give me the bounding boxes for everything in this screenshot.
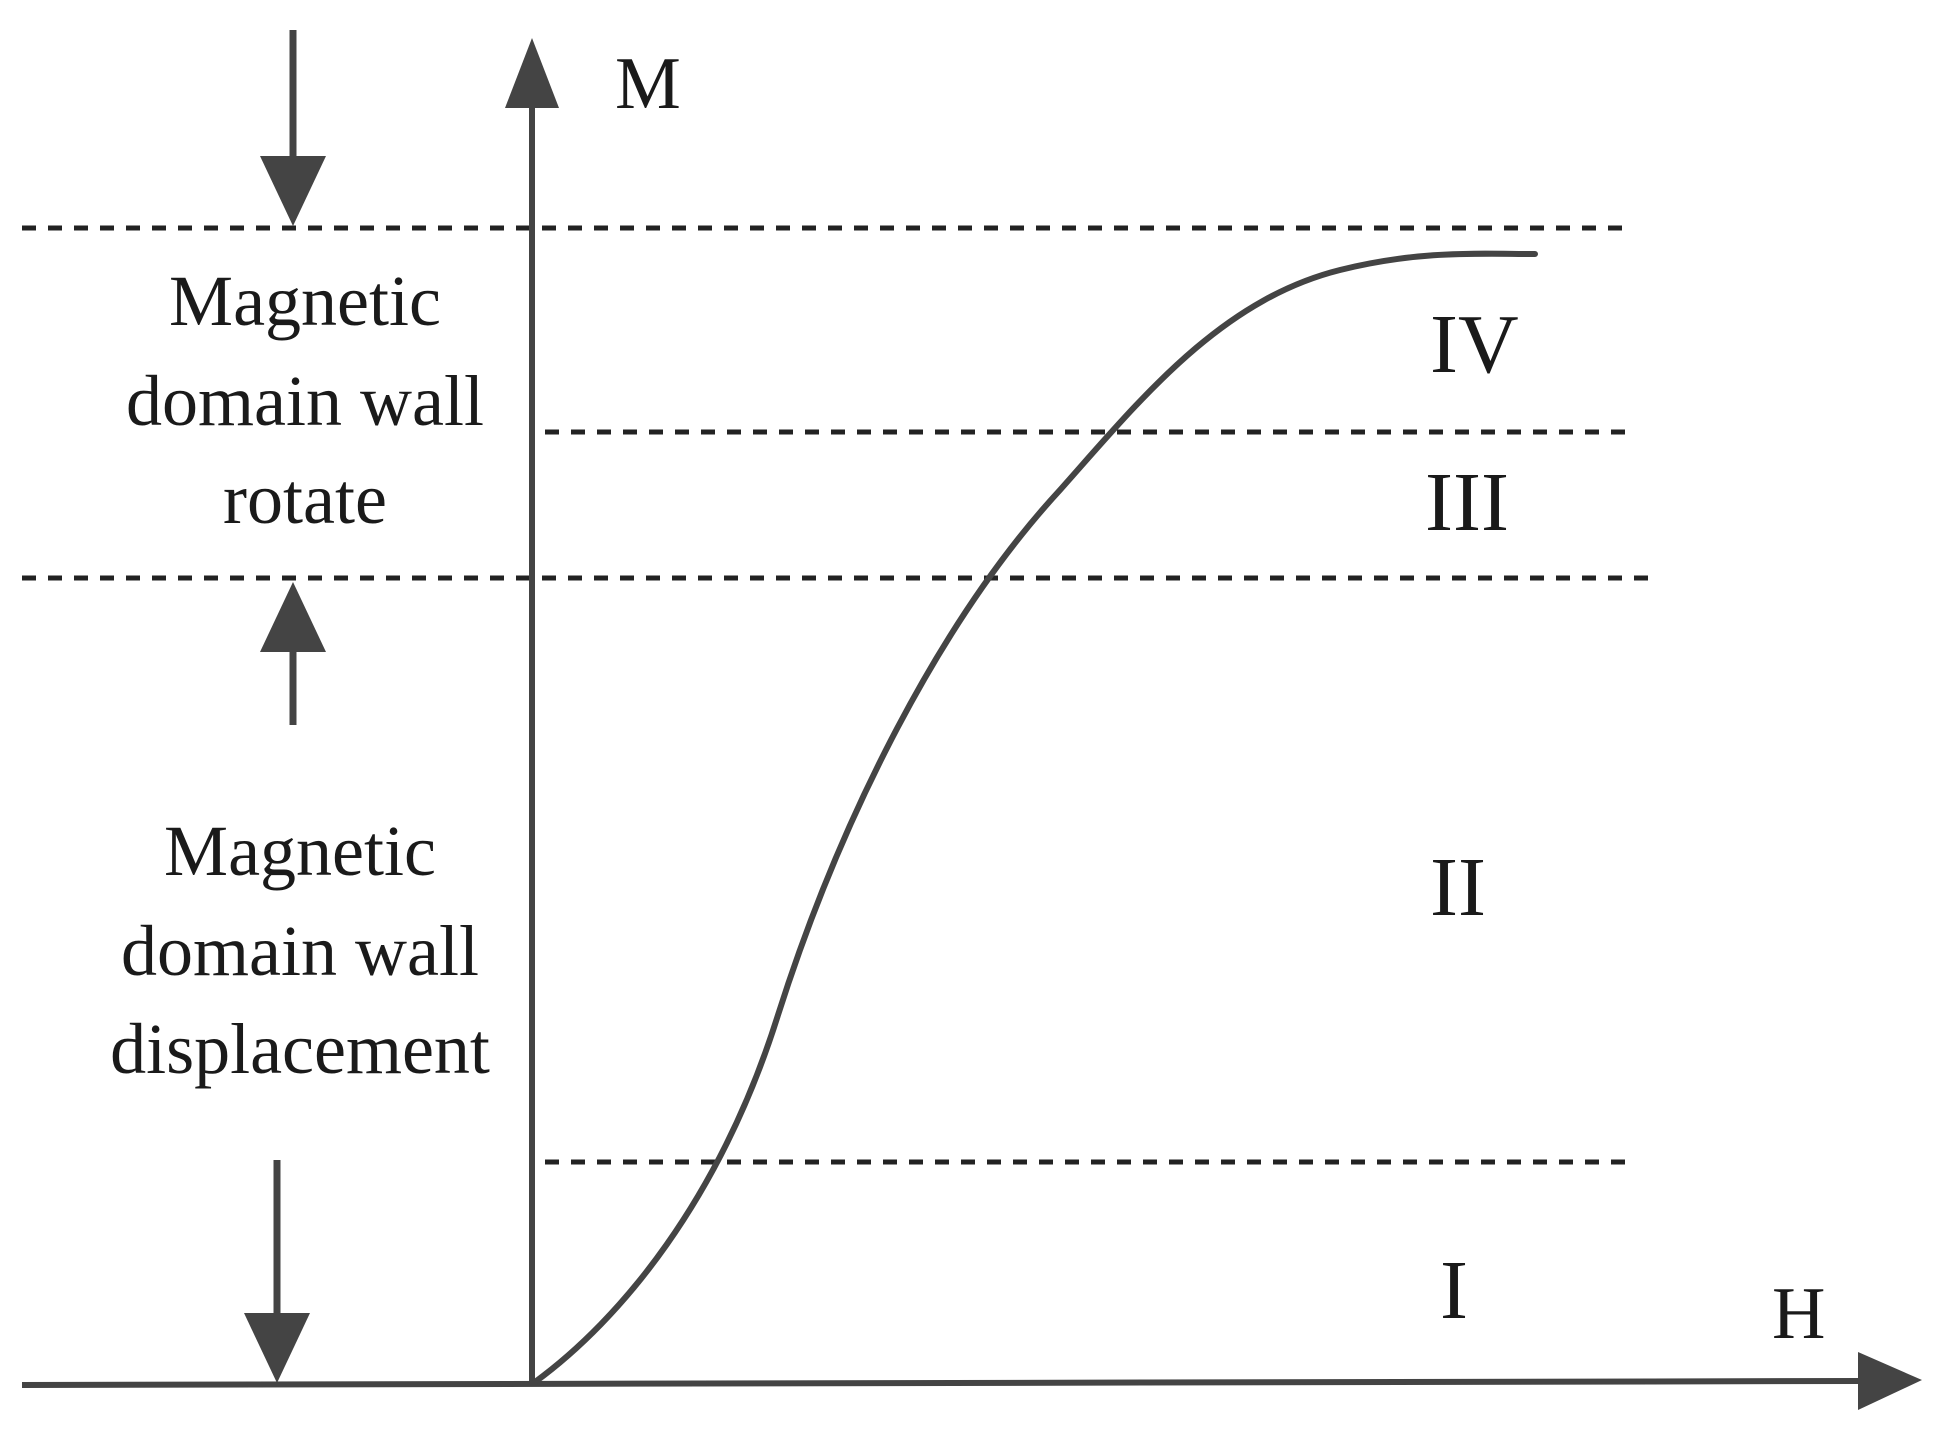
rotate-bottom-arrowhead [260, 582, 326, 652]
displacement-annotation-line-3: displacement [110, 1009, 490, 1089]
x-axis-arrowhead [1858, 1352, 1922, 1410]
displacement-arrowhead [244, 1313, 310, 1383]
magnetization-curve [532, 250, 1538, 1385]
x-axis-label: H [1772, 1273, 1825, 1355]
region-label-iv: IV [1430, 298, 1519, 391]
y-axis-label: M [615, 43, 681, 125]
rotate-annotation-line-1: Magnetic [169, 261, 441, 341]
x-axis [21, 1378, 1861, 1388]
rotate-top-arrowhead [260, 156, 326, 226]
region-label-i: I [1440, 1244, 1468, 1337]
rotate-annotation-line-3: rotate [223, 459, 387, 539]
region-label-ii: II [1430, 841, 1486, 934]
y-axis-arrowhead [505, 38, 559, 108]
displacement-annotation-line-2: domain wall [121, 911, 479, 991]
region-label-iii: III [1425, 456, 1509, 549]
displacement-annotation-line-1: Magnetic [164, 811, 436, 891]
rotate-annotation-line-2: domain wall [126, 361, 484, 441]
